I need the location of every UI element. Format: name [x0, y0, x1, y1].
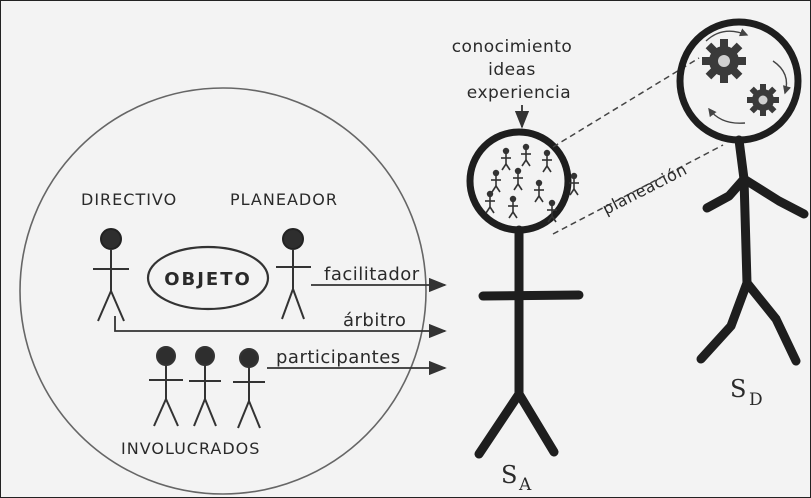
objeto-ellipse	[146, 245, 270, 311]
label-planeador: PLANEADOR	[230, 190, 338, 209]
label-involucrados: INVOLUCRADOS	[121, 439, 260, 458]
gears-icon	[702, 28, 792, 124]
system-a-subscript: A	[518, 475, 532, 495]
label-facilitador: facilitador	[324, 264, 420, 285]
system-d-subscript: D	[749, 390, 763, 410]
system-d-figure	[676, 18, 809, 366]
label-conocimiento: conocimiento	[452, 37, 573, 57]
organization-circle	[19, 87, 427, 495]
label-planeacion: planeación	[599, 160, 690, 219]
label-participantes: participantes	[276, 347, 401, 368]
dashed-link-top	[552, 57, 700, 148]
arbitro-arrow	[114, 316, 447, 339]
directivo-figure	[93, 228, 129, 322]
involucrados-figures	[149, 346, 265, 429]
label-arbitro: árbitro	[343, 310, 406, 331]
system-a-figure	[466, 128, 584, 459]
label-ideas: ideas	[488, 60, 536, 80]
label-objeto: OBJETO	[164, 269, 252, 290]
label-directivo: DIRECTIVO	[81, 190, 177, 209]
dashed-link-bottom	[552, 144, 724, 235]
system-a-letter: S	[501, 461, 517, 489]
label-experiencia: experiencia	[467, 83, 571, 103]
planeador-figure	[276, 228, 311, 320]
system-d-letter: S	[730, 375, 746, 403]
